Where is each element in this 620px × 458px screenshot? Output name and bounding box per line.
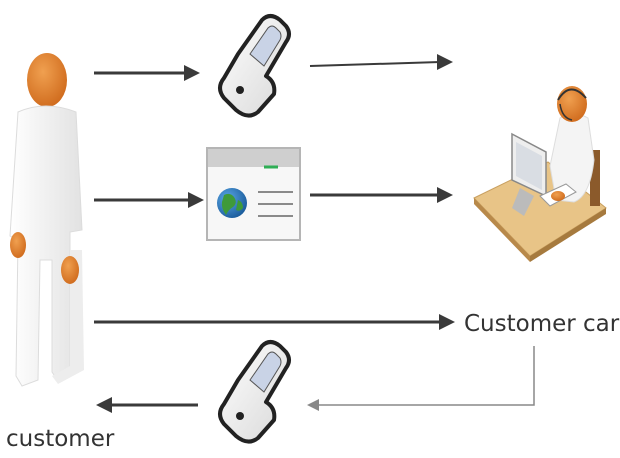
arrow-customer-to-care-direct [94, 314, 455, 330]
customer-figure-icon [9, 53, 84, 387]
arrow-web-to-care [310, 187, 453, 203]
arrow-customer-to-web [94, 192, 204, 208]
web-browser-icon [206, 147, 301, 241]
arrow-customer-to-phone [94, 65, 200, 81]
mobile-phone-top-icon [218, 14, 291, 118]
customer-care-label: Customer care [464, 311, 620, 337]
support-agent-desk-icon [473, 86, 607, 262]
arrow-phone-to-customer-return [96, 397, 198, 413]
arrow-phone-to-care [309, 54, 453, 70]
arrow-care-to-phone-return [307, 346, 535, 411]
customer-label: customer [6, 426, 115, 452]
mobile-phone-bottom-icon [218, 340, 291, 444]
